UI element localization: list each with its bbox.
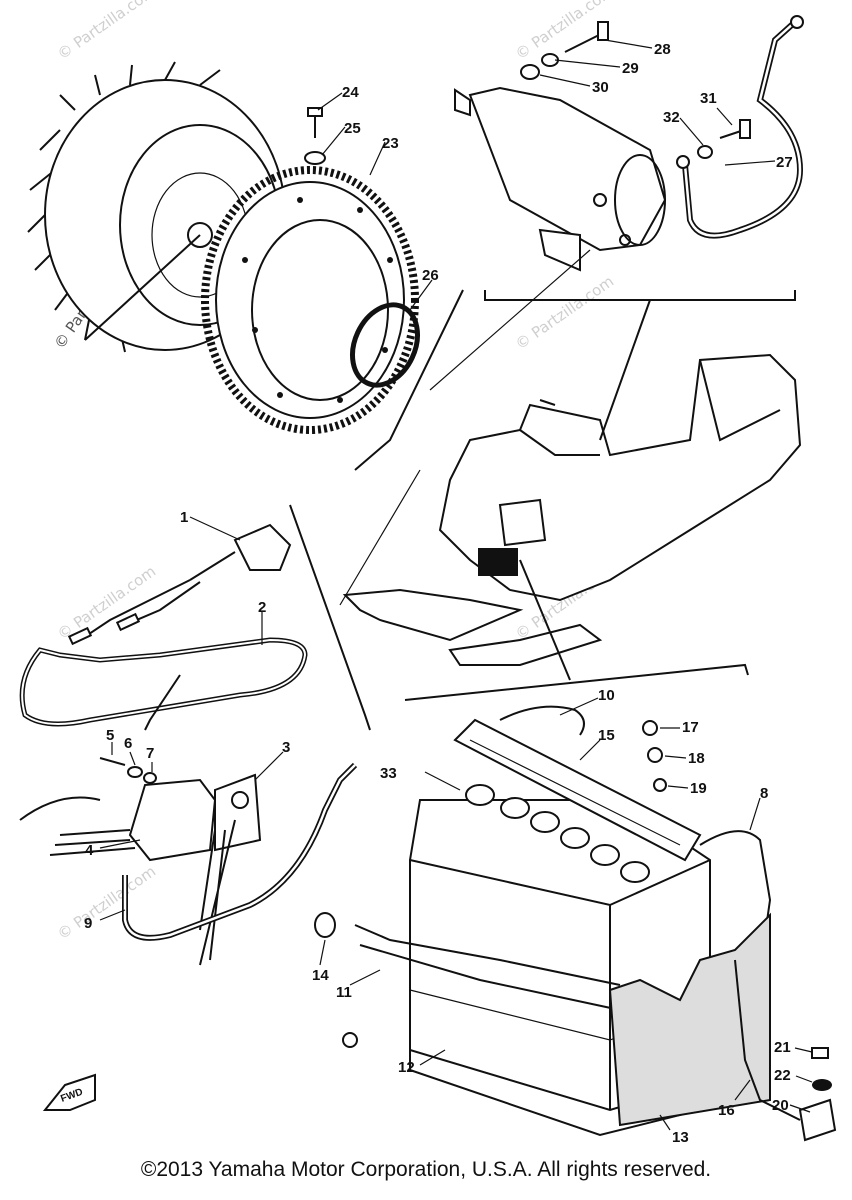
bolt-24	[307, 107, 323, 138]
battery-strap	[734, 959, 801, 1121]
callout-6: 6	[124, 735, 132, 752]
callout-7: 7	[146, 745, 154, 762]
callout-33: 33	[380, 765, 397, 782]
callout-21: 21	[774, 1039, 791, 1056]
callout-20: 20	[772, 1097, 789, 1114]
callout-15: 15	[598, 727, 615, 744]
callout-30: 30	[592, 79, 609, 96]
section-bracket	[404, 663, 749, 701]
leader-lines	[99, 39, 813, 1131]
battery-cable-10	[499, 705, 585, 736]
snowmobile	[339, 249, 802, 681]
callout-28: 28	[654, 41, 671, 58]
callout-8: 8	[760, 785, 768, 802]
nut-17	[642, 720, 658, 736]
callout-5: 5	[106, 727, 114, 744]
callout-9: 9	[84, 915, 92, 932]
starter-motor	[454, 86, 667, 272]
section-bracket	[484, 290, 796, 301]
callout-12: 12	[398, 1059, 415, 1076]
ring-gear	[201, 166, 419, 434]
battery-cable-11	[354, 924, 621, 1011]
washer-6	[127, 766, 143, 778]
battery-cable-8	[699, 830, 772, 936]
washer-7	[143, 772, 157, 784]
starter-relay	[19, 773, 262, 966]
callout-2: 2	[258, 599, 266, 616]
callout-29: 29	[622, 60, 639, 77]
washer-30	[520, 64, 540, 80]
main-switch	[67, 523, 292, 646]
section-bracket	[354, 289, 464, 471]
bolt-31	[719, 119, 751, 139]
copyright-notice: ©2013 Yamaha Motor Corporation, U.S.A. A…	[140, 1158, 712, 1181]
watermark: © Partzilla.com	[54, 0, 159, 63]
callout-3: 3	[282, 739, 290, 756]
section-bracket	[289, 504, 371, 731]
callout-27: 27	[776, 154, 793, 171]
washer-25	[304, 151, 326, 165]
bolt-5	[99, 757, 126, 766]
washer-32	[697, 145, 713, 159]
callout-4: 4	[85, 842, 94, 859]
callout-19: 19	[690, 780, 707, 797]
callout-17: 17	[682, 719, 699, 736]
bracket-20	[798, 1098, 837, 1142]
callout-26: 26	[422, 267, 439, 284]
callout-23: 23	[382, 135, 399, 152]
callout-18: 18	[688, 750, 705, 767]
watermark: © Partzilla.com	[512, 272, 617, 353]
front-direction-arrow: FWD	[42, 1073, 96, 1111]
callout-10: 10	[598, 687, 615, 704]
watermark: © Partzilla.com	[54, 862, 159, 943]
callout-1: 1	[180, 509, 188, 526]
bolt-21	[811, 1047, 829, 1059]
callout-24: 24	[342, 84, 359, 101]
nut-18	[647, 747, 663, 763]
callout-labels: 1 2 3 4 5 6 7 8 9 10 11 12 13 14 15 16 1…	[84, 41, 793, 1146]
callout-14: 14	[312, 967, 329, 984]
bolt-28	[564, 21, 609, 53]
o-ring	[350, 302, 420, 388]
washer-22	[812, 1079, 832, 1091]
callout-25: 25	[344, 120, 361, 137]
grommet-14	[314, 912, 336, 938]
callout-31: 31	[700, 90, 717, 107]
callout-22: 22	[774, 1067, 791, 1084]
callout-11: 11	[336, 984, 352, 1001]
callout-13: 13	[672, 1129, 689, 1146]
callout-16: 16	[718, 1102, 735, 1119]
callout-32: 32	[663, 109, 680, 126]
wire-harness	[19, 637, 308, 727]
washer-19	[653, 778, 667, 792]
battery-cover	[608, 912, 771, 1127]
